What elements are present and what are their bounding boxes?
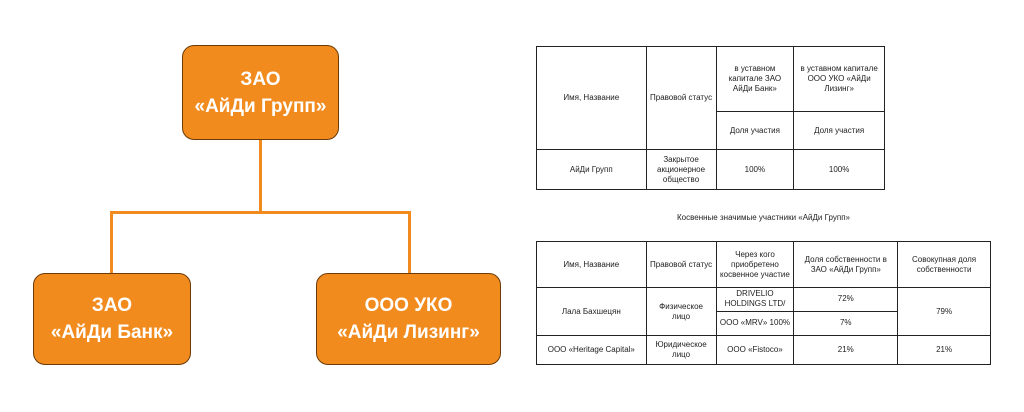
header-name: Имя, Название (536, 46, 647, 150)
header-status: Правовой статус (645, 46, 717, 150)
table-row: Лала Бахшецян Физическое лицо DRIVELIO H… (536, 287, 991, 336)
cell-name: ООО «Heritage Capital» (536, 334, 647, 366)
header-leasing-capital: в уставном капитале ООО УКО «АйДи Лизинг… (793, 46, 885, 112)
table-row: ООО «Heritage Capital» Юридическое лицо … (536, 334, 991, 366)
connector-horizontal (110, 211, 411, 214)
indirect-participants-caption: Косвенные значимые участники «АйДи Групп… (677, 213, 850, 222)
table-row: АйДи Групп Закрытое акционерное общество… (536, 149, 885, 190)
parent-company-box: ЗАО «АйДи Групп» (182, 45, 339, 140)
cell-status: Юридическое лицо (645, 334, 717, 366)
header-name: Имя, Название (536, 240, 647, 289)
cell-status: Физическое лицо (645, 287, 717, 336)
subsidiary-bank-box: ЗАО «АйДи Банк» (33, 273, 191, 365)
ownership-table: Имя, Название Правовой статус в уставном… (536, 46, 885, 190)
cell-total: 21% (897, 334, 991, 366)
connector-vertical-top (259, 140, 262, 213)
cell-via: ООО «MRV» 100% (715, 310, 795, 336)
indirect-ownership-table: Имя, Название Правовой статус Через кого… (536, 240, 991, 366)
cell-via: ООО «Fistoco» (715, 334, 795, 366)
header-status: Правовой статус (645, 240, 717, 289)
cell-total: 79% (897, 287, 991, 336)
header-share-leasing: Доля участия (793, 111, 885, 150)
subsidiary-leasing-box: ООО УКО «АйДи Лизинг» (316, 273, 501, 365)
header-bank-capital: в уставном капитале ЗАО АйДи Банк» (715, 46, 795, 112)
subsidiary-bank-name: «АйДи Банк» (50, 322, 174, 343)
cell-leasing-share: 100% (793, 149, 885, 190)
subsidiary-leasing-type: ООО УКО (364, 295, 453, 316)
cell-via: DRIVELIO HOLDINGS LTD/ (715, 287, 795, 312)
cell-name: Лала Бахшецян (536, 287, 647, 336)
cell-share: 7% (793, 310, 899, 336)
connector-vertical-left (110, 211, 113, 273)
header-share-bank: Доля участия (715, 111, 795, 150)
connector-vertical-right (408, 211, 411, 273)
cell-bank-share: 100% (715, 149, 795, 190)
parent-company-name: «АйДи Групп» (194, 95, 327, 117)
cell-name: АйДи Групп (536, 149, 647, 190)
header-through: Через кого приобретено косвенное участие (715, 240, 795, 289)
subsidiary-leasing-name: «АйДи Лизинг» (337, 322, 480, 343)
cell-share: 21% (793, 334, 899, 366)
subsidiary-bank-type: ЗАО (91, 295, 133, 316)
cell-share: 72% (793, 287, 899, 312)
parent-company-type: ЗАО (240, 68, 281, 90)
cell-status: Закрытое акционерное общество (645, 149, 717, 190)
header-total: Совокупная доля собственности (897, 240, 991, 289)
header-share: Доля собственности в ЗАО «АйДи Групп» (793, 240, 899, 289)
